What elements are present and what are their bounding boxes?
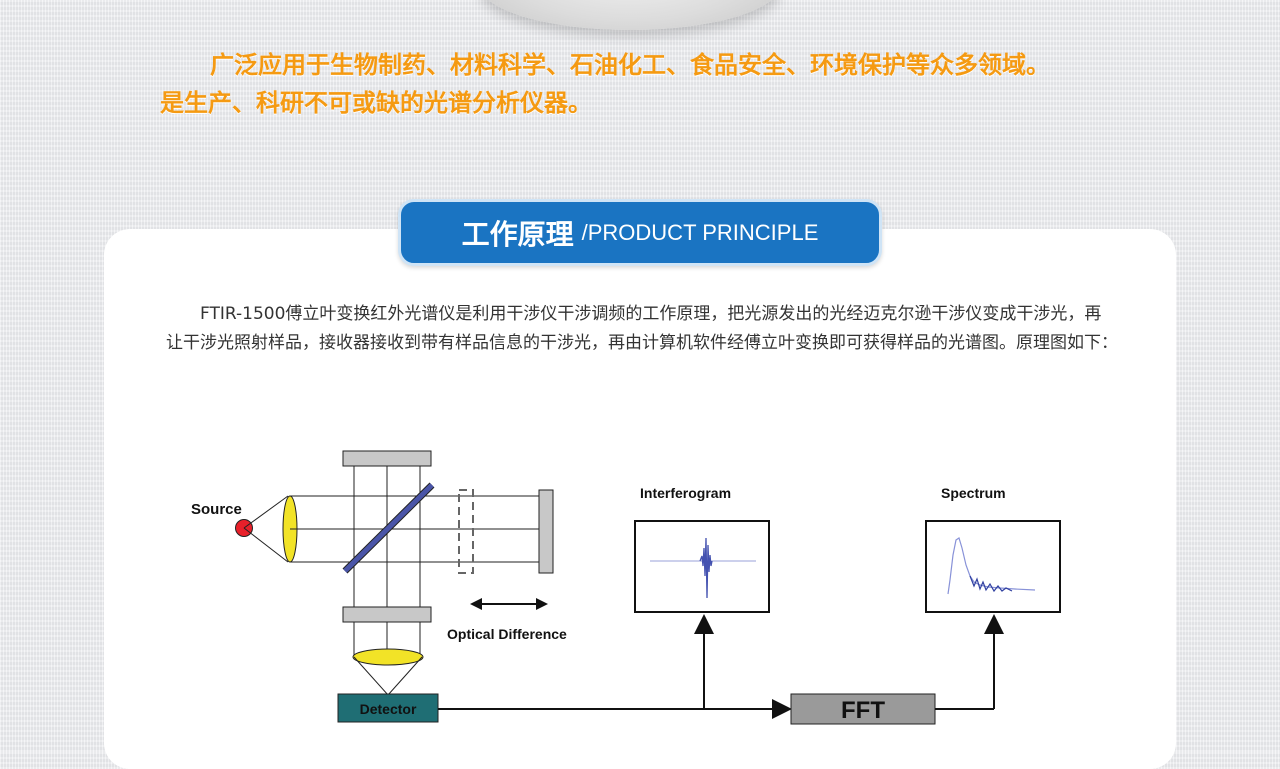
section-title-zh: 工作原理 bbox=[461, 217, 574, 251]
principle-description: FTIR-1500傅立叶变换红外光谱仪是利用干涉仪干涉调频的工作原理，把光源发出… bbox=[166, 304, 1118, 353]
section-title-badge: 工作原理 /PRODUCT PRINCIPLE bbox=[398, 199, 882, 266]
intro-line-2: 是生产、科研不可或缺的光谱分析仪器。 bbox=[160, 89, 592, 117]
intro-line-1: 广泛应用于生物制药、材料科学、石油化工、食品安全、环境保护等众多领域。 bbox=[210, 51, 1050, 79]
section-title-en: /PRODUCT PRINCIPLE bbox=[581, 219, 819, 245]
top-decorative-arc bbox=[480, 0, 780, 30]
intro-text: 广泛应用于生物制药、材料科学、石油化工、食品安全、环境保护等众多领域。 是生产、… bbox=[160, 46, 1140, 122]
